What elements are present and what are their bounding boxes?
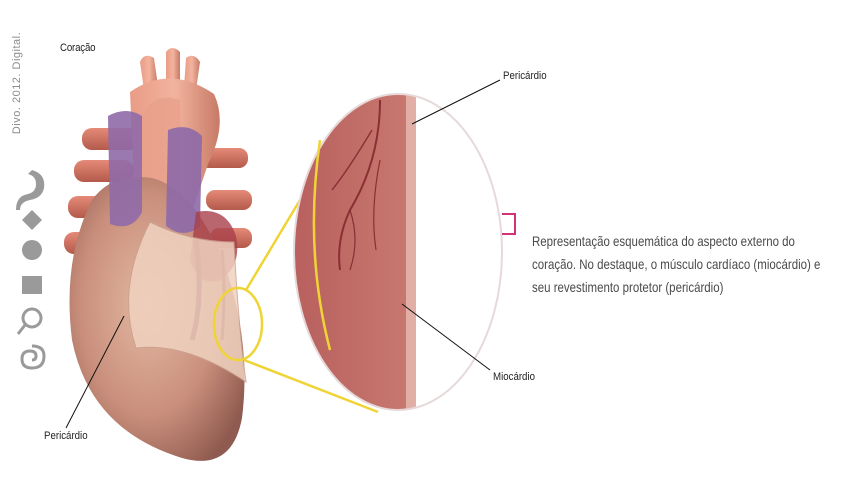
diamond-icon [22,210,42,230]
spiral-icon [22,346,44,368]
credit-text: Divo. 2012. Digital. [11,32,23,134]
publisher-logo [14,168,50,408]
circle-icon [22,240,42,260]
square-icon [22,276,42,294]
figure-title: Coração [60,42,95,54]
swirl-icon [16,170,44,210]
label-pericardio-bottom: Pericárdio [44,430,88,442]
image-credit: Divo. 2012. Digital. [8,8,26,158]
lens-icon [23,309,41,327]
label-pericardio-top: Pericárdio [503,70,547,82]
caption-marker [502,213,516,235]
figure-caption: Representação esquemática do aspecto ext… [532,230,842,299]
zoom-detail [294,90,506,420]
label-miocardio: Miocárdio [493,371,535,383]
